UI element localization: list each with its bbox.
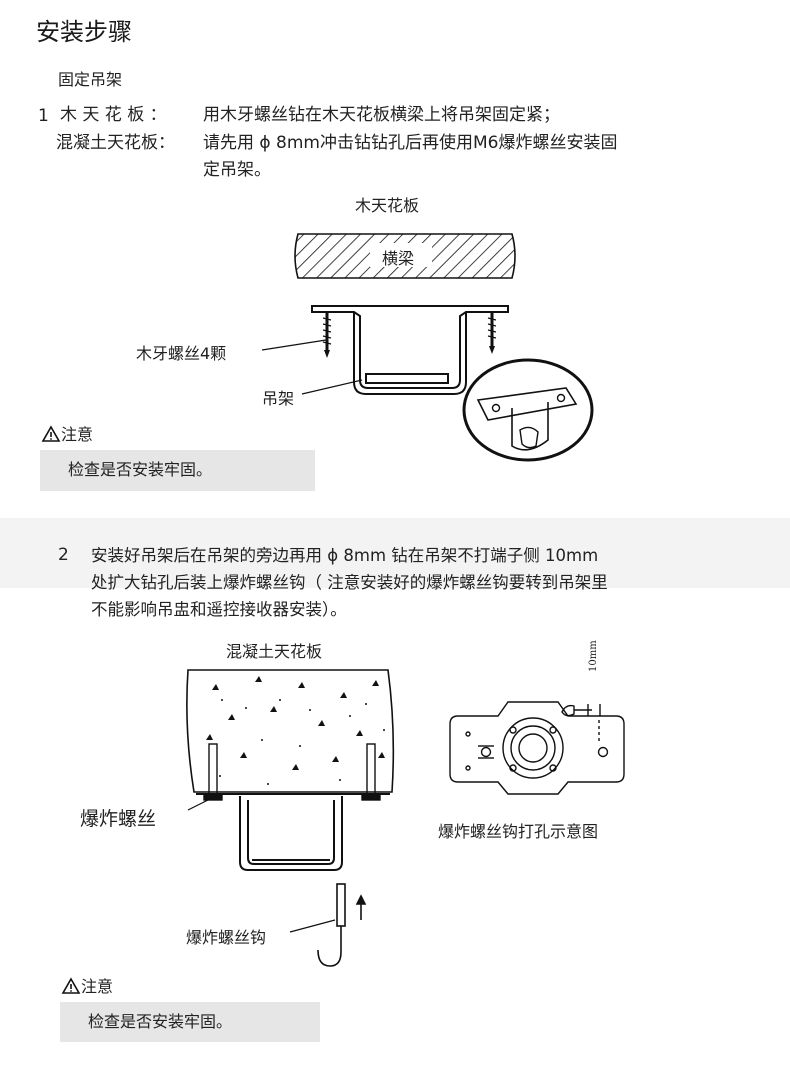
hook-bolt-label: 爆炸螺丝钩	[186, 928, 267, 947]
note-2-label: 注意	[81, 977, 114, 996]
concrete-ceiling-text-1: 请先用 ϕ 8mm冲击钻钻孔后再使用M6爆炸螺丝安装固	[203, 133, 618, 153]
concrete-slab	[186, 669, 395, 793]
bracket-label: 吊架	[262, 389, 295, 408]
step-2-text-1: 安装好吊架后在吊架的旁边再用 ϕ 8mm 钻在吊架不打端子侧 10mm	[91, 546, 599, 565]
wood-screw-left	[322, 312, 332, 358]
beam-label: 横梁	[382, 249, 415, 268]
wood-ceiling-diagram	[261, 233, 594, 462]
note-1-text: 检查是否安装牢固。	[68, 460, 213, 479]
drilling-diagram-caption: 爆炸螺丝钩打孔示意图	[438, 822, 599, 841]
dimension-label: 10mm	[588, 640, 599, 672]
hook-bolt	[317, 883, 367, 967]
page-title: 安装步骤	[36, 18, 132, 46]
note-1-label: 注意	[61, 425, 94, 444]
section-band	[0, 518, 790, 588]
wood-screw-label: 木牙螺丝4颗	[136, 344, 227, 363]
step-2-number: 2	[58, 545, 69, 565]
drilling-diagram	[449, 701, 625, 795]
wood-ceiling-caption: 木天花板	[355, 196, 420, 215]
wood-ceiling-label: 木 天 花 板 ：	[60, 105, 167, 125]
concrete-ceiling-label: 混凝土天花板：	[56, 133, 175, 153]
note-1-box: 检查是否安装牢固。	[40, 450, 315, 491]
step-1-number: 1	[38, 106, 49, 126]
bracket-detail-view	[462, 358, 594, 462]
warning-icon	[61, 977, 81, 994]
step-2-text-2: 处扩大钻孔后装上爆炸螺丝钩（ 注意安装好的爆炸螺丝钩要转到吊架里	[91, 573, 608, 592]
wood-ceiling-text: 用木牙螺丝钻在木天花板横梁上将吊架固定紧；	[203, 105, 560, 125]
note-1-header: 注意	[41, 421, 93, 445]
note-2-header: 注意	[61, 973, 113, 997]
concrete-bracket	[196, 793, 390, 871]
section-subheading: 固定吊架	[58, 70, 123, 89]
beam-shape	[294, 233, 516, 279]
concrete-ceiling-text-2: 定吊架。	[203, 160, 271, 180]
concrete-ceiling-caption: 混凝土天花板	[226, 642, 323, 661]
note-2-text: 检查是否安装牢固。	[88, 1012, 233, 1031]
anchor-bolt-label: 爆炸螺丝	[80, 808, 157, 830]
warning-icon	[41, 425, 61, 442]
note-2-box: 检查是否安装牢固。	[60, 1002, 320, 1042]
step-2-text-3: 不能影响吊盅和遥控接收器安装）。	[91, 600, 347, 619]
wood-screw-right	[487, 312, 497, 354]
